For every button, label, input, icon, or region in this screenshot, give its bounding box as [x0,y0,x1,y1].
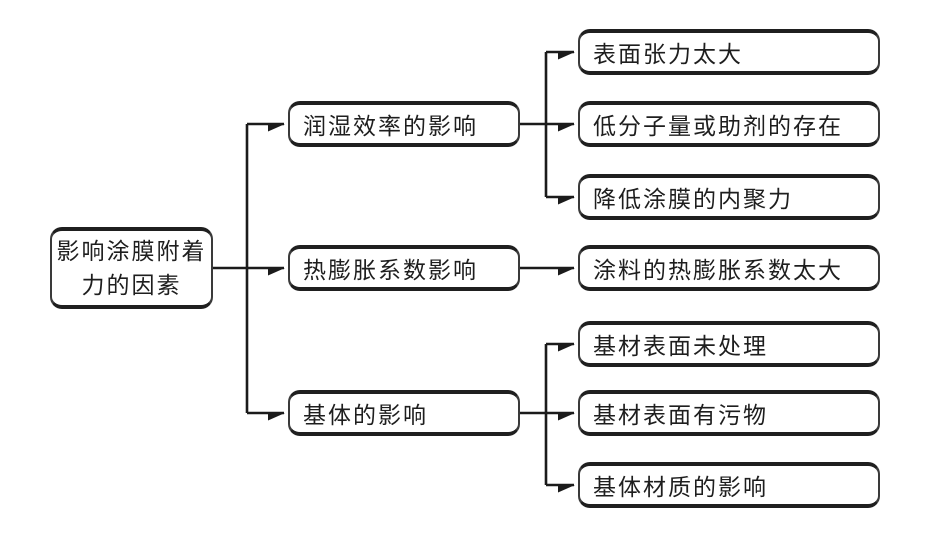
branch-node-thermal-expansion: 热膨胀系数影响 [288,245,520,291]
leaf-node-reduced-cohesion: 降低涂膜的内聚力 [578,174,880,220]
leaf-node-low-molecular-weight: 低分子量或助剂的存在 [578,101,880,147]
leaf-node-surface-untreated: 基材表面未处理 [578,321,880,367]
leaf-node-coating-expansion-too-large: 涂料的热膨胀系数太大 [578,245,880,291]
leaf-node-substrate-material: 基体材质的影响 [578,462,880,508]
leaf-node-surface-contaminated: 基材表面有污物 [578,390,880,436]
branch-node-wetting-efficiency: 润湿效率的影响 [288,101,520,147]
leaf-node-surface-tension: 表面张力太大 [578,29,880,75]
root-node-adhesion-factors: 影响涂膜附着 力的因素 [50,227,213,309]
branch-node-substrate: 基体的影响 [288,390,520,436]
